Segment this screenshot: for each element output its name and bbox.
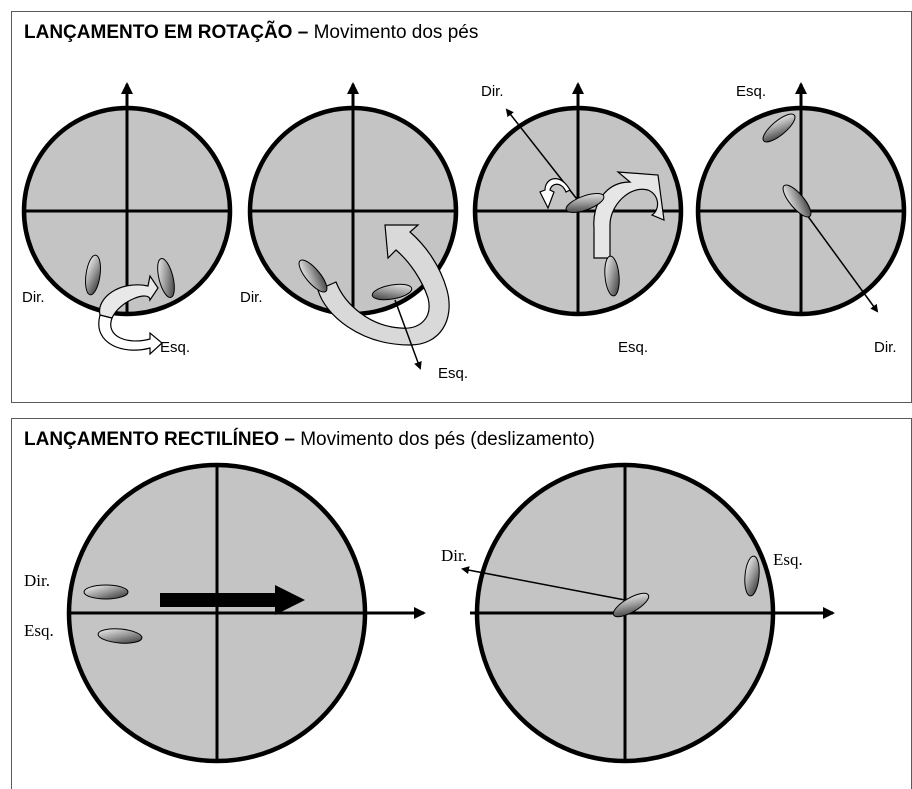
circle-5-right-foot (83, 584, 129, 600)
rectilinear-circle-2: Dir. Esq. (441, 462, 835, 764)
circle-2-direction-arrow (394, 299, 422, 370)
rotation-title-rest: Movimento dos pés (313, 22, 479, 43)
circle-3-small-curved-arrow (539, 178, 571, 210)
rotation-circle-4: Esq. Dir. (695, 82, 907, 356)
circle-2-right-foot (298, 259, 328, 293)
rectilinear-title-bold: LANÇAMENTO RECTILÍNEO (24, 429, 280, 450)
circle-1-left-foot (157, 258, 175, 298)
rectilinear-circle-1: Dir. Esq. (24, 462, 426, 764)
rotation-circle-3: Dir. Esq. (472, 82, 684, 356)
circle-1-right-foot (85, 254, 101, 296)
circle-2-left-foot (371, 283, 413, 301)
circle-3-left-foot (565, 193, 605, 213)
rotation-title: LANÇAMENTO EM ROTAÇÃO – Movimento dos pé… (24, 22, 478, 44)
rectilinear-title: LANÇAMENTO RECTILÍNEO – Movimento dos pé… (24, 429, 595, 451)
circle-3-dir-label: Dir. (481, 83, 504, 100)
rotation-title-dash: – (297, 22, 309, 43)
circle-5-left-foot (97, 628, 143, 644)
circle-5-dir-label: Dir. (24, 571, 50, 590)
rotation-title-bold: LANÇAMENTO EM ROTAÇÃO (24, 22, 293, 43)
circle-4-right-foot (782, 184, 812, 218)
circle-5-direction-arrow (160, 585, 305, 615)
rectilinear-title-dash: – (284, 429, 295, 450)
circle-6-dir-label: Dir. (441, 546, 467, 565)
circle-4-left-foot (762, 113, 796, 143)
circle-3-right-foot (604, 255, 620, 297)
circle-2-dir-label: Dir. (240, 289, 263, 306)
circle-6-left-foot (744, 555, 760, 597)
rectilinear-title-rest: Movimento dos pés (deslizamento) (300, 429, 595, 450)
circle-2-curved-arrow (317, 224, 450, 346)
circle-6-right-foot (612, 592, 650, 618)
circle-1-curved-arrow (98, 314, 163, 356)
circle-1-esq-label: Esq. (160, 339, 190, 356)
circle-1-dir-label: Dir. (22, 289, 45, 306)
circle-4-esq-label: Esq. (736, 83, 766, 100)
circle-4-direction-arrow (795, 199, 879, 313)
circle-6-direction-arrow (461, 566, 626, 601)
circle-3-esq-label: Esq. (618, 339, 648, 356)
rotation-circle-2: Dir. Esq. (240, 82, 468, 382)
rotation-circle-1: Dir. Esq. (21, 82, 233, 356)
circle-1-curved-arrow-top (99, 274, 159, 319)
circle-6-esq-label: Esq. (773, 550, 803, 569)
circle-2-esq-label: Esq. (438, 365, 468, 382)
circle-5-esq-label: Esq. (24, 621, 54, 640)
circle-4-dir-label: Dir. (874, 339, 897, 356)
